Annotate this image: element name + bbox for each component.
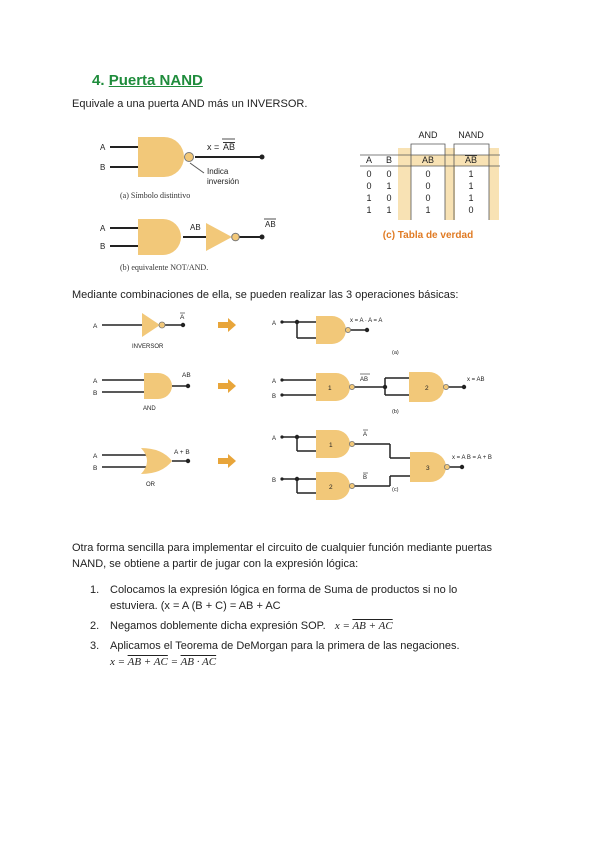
svg-text:A: A bbox=[272, 379, 276, 385]
paragraph-method: Otra forma sencilla para implementar el … bbox=[72, 540, 492, 572]
svg-text:A: A bbox=[100, 143, 106, 152]
section-title: Puerta NAND bbox=[108, 72, 203, 89]
svg-text:B: B bbox=[93, 390, 97, 397]
table-cell: 0 bbox=[366, 169, 371, 179]
list-item: 3. Aplicamos el Teorema de DeMorgan para… bbox=[90, 640, 460, 668]
svg-text:A: A bbox=[93, 323, 98, 330]
list-item: 2. Negamos doblemente dicha expresión SO… bbox=[90, 620, 393, 632]
svg-text:Indica: Indica bbox=[207, 167, 229, 176]
intro-paragraph: Equivale a una puerta AND más un INVERSO… bbox=[72, 98, 308, 110]
svg-text:B: B bbox=[93, 465, 97, 472]
svg-text:(a): (a) bbox=[392, 350, 399, 356]
svg-text:NAND: NAND bbox=[458, 130, 484, 140]
and-gate-icon bbox=[138, 219, 181, 255]
svg-text:x =: x = bbox=[207, 142, 219, 152]
svg-text:AB: AB bbox=[265, 220, 276, 229]
svg-text:B: B bbox=[100, 163, 105, 172]
svg-text:x = AB: x = AB bbox=[467, 377, 485, 383]
svg-text:2: 2 bbox=[329, 484, 333, 491]
svg-text:(a) Símbolo distintivo: (a) Símbolo distintivo bbox=[120, 191, 190, 200]
table-cell: 1 bbox=[386, 205, 391, 215]
svg-text:A: A bbox=[93, 378, 98, 385]
svg-text:3: 3 bbox=[426, 465, 430, 472]
svg-text:(c): (c) bbox=[392, 487, 399, 493]
table-cell: 0 bbox=[386, 169, 391, 179]
svg-text:B: B bbox=[272, 478, 276, 484]
svg-text:(b): (b) bbox=[392, 409, 399, 415]
svg-text:AB: AB bbox=[223, 142, 235, 152]
svg-text:1: 1 bbox=[329, 442, 333, 449]
svg-text:A: A bbox=[272, 321, 276, 327]
svg-text:A: A bbox=[180, 314, 185, 321]
arrow-right-icon bbox=[218, 318, 236, 332]
table-cell: 1 bbox=[468, 181, 473, 191]
paragraph-method-line1: Otra forma sencilla para implementar el … bbox=[72, 542, 493, 554]
table-cell: 0 bbox=[425, 181, 430, 191]
table-cell: 0 bbox=[366, 181, 371, 191]
svg-text:x = A · A = A: x = A · A = A bbox=[350, 318, 382, 324]
svg-text:x = A B = A + B: x = A B = A + B bbox=[452, 455, 492, 461]
svg-text:A + B: A + B bbox=[174, 449, 190, 456]
svg-text:A: A bbox=[100, 224, 106, 233]
table-header: AB bbox=[422, 155, 434, 165]
table-cell: 1 bbox=[366, 205, 371, 215]
steps-list: 1. Colocamos la expresión lógica en form… bbox=[90, 582, 530, 674]
or-gate-icon bbox=[141, 448, 172, 474]
table-cell: 0 bbox=[425, 169, 430, 179]
paragraph-combinations: Mediante combinaciones de ella, se puede… bbox=[72, 289, 459, 301]
svg-text:B: B bbox=[363, 475, 367, 481]
svg-text:AB: AB bbox=[360, 377, 368, 383]
svg-text:OR: OR bbox=[146, 482, 156, 488]
svg-text:AB: AB bbox=[190, 223, 201, 232]
svg-text:(b) equivalente NOT/AND.: (b) equivalente NOT/AND. bbox=[120, 263, 208, 272]
svg-text:AND: AND bbox=[143, 406, 156, 412]
svg-text:B: B bbox=[100, 242, 105, 251]
svg-text:AB: AB bbox=[182, 372, 191, 379]
table-cell: 0 bbox=[468, 205, 473, 215]
svg-text:(c) Tabla de verdad: (c) Tabla de verdad bbox=[383, 230, 473, 241]
table-cell: 0 bbox=[425, 193, 430, 203]
svg-text:2: 2 bbox=[425, 385, 429, 392]
paragraph-method-line2: NAND, se obtiene a partir de jugar con l… bbox=[72, 558, 359, 570]
section-heading: 4. Puerta NAND bbox=[92, 72, 203, 89]
svg-text:A: A bbox=[93, 453, 98, 460]
not-gate-icon bbox=[206, 223, 232, 251]
svg-text:A: A bbox=[272, 436, 276, 442]
section-number: 4. bbox=[92, 72, 105, 89]
nand-gate-icon bbox=[138, 137, 184, 177]
table-cell: 0 bbox=[386, 193, 391, 203]
svg-text:A: A bbox=[363, 432, 367, 438]
arrow-right-icon bbox=[218, 379, 236, 393]
table-cell: 1 bbox=[468, 193, 473, 203]
arrow-right-icon bbox=[218, 454, 236, 468]
and-gate-icon bbox=[144, 373, 172, 399]
inversion-bubble-icon bbox=[184, 152, 194, 162]
svg-text:INVERSOR: INVERSOR bbox=[132, 344, 164, 350]
table-cell: 1 bbox=[468, 169, 473, 179]
list-item: 1. Colocamos la expresión lógica en form… bbox=[90, 584, 458, 612]
table-header: AB bbox=[465, 155, 477, 165]
inverter-gate-icon bbox=[142, 313, 160, 337]
svg-text:AND: AND bbox=[418, 130, 438, 140]
table-header: A bbox=[366, 155, 372, 165]
table-header: B bbox=[386, 155, 392, 165]
svg-text:B: B bbox=[272, 394, 276, 400]
table-cell: 1 bbox=[386, 181, 391, 191]
svg-text:inversión: inversión bbox=[207, 177, 239, 186]
table-cell: 1 bbox=[366, 193, 371, 203]
table-cell: 1 bbox=[425, 205, 430, 215]
svg-text:1: 1 bbox=[328, 385, 332, 392]
